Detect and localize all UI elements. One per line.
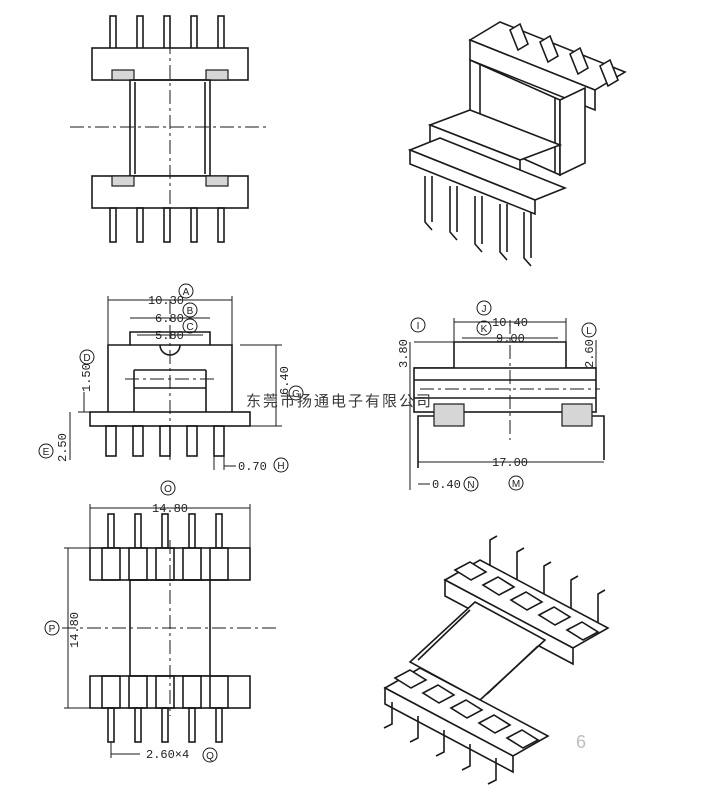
callout-l: L xyxy=(581,322,597,338)
callout-q-label: Q xyxy=(206,751,214,762)
callout-m: M xyxy=(508,475,524,491)
callout-j: J xyxy=(476,300,492,316)
callout-e: E xyxy=(38,443,54,459)
isometric-view-2 xyxy=(383,535,610,785)
dim-g: 6.40 xyxy=(278,366,292,395)
callout-c: C xyxy=(182,318,198,334)
callout-i-label: I xyxy=(417,321,420,332)
isometric-view-1 xyxy=(407,21,627,267)
callout-k: K xyxy=(476,320,492,336)
callout-a-label: A xyxy=(183,287,190,298)
dim-m: 17.00 xyxy=(492,456,528,470)
callout-b-label: B xyxy=(187,306,194,317)
side-view xyxy=(409,318,605,490)
callout-q: Q xyxy=(202,747,218,763)
dim-b: 6.80 xyxy=(155,312,184,326)
dim-p: 14.80 xyxy=(68,612,82,648)
callout-d: D xyxy=(79,349,95,365)
callout-n: N xyxy=(463,476,479,492)
callout-p: P xyxy=(44,620,60,636)
dim-o: 14.80 xyxy=(152,502,188,516)
watermark: 东莞市扬通电子有限公司 xyxy=(246,392,433,410)
callout-d-label: D xyxy=(83,353,90,364)
callout-a: A xyxy=(178,283,194,299)
callout-p-label: P xyxy=(49,624,56,635)
dim-j: 10.40 xyxy=(492,316,528,330)
dim-h: 0.70 xyxy=(238,460,267,474)
dim-a: 10.30 xyxy=(148,294,184,308)
callout-c-label: C xyxy=(186,322,193,333)
callout-g: G xyxy=(288,385,304,401)
callout-b: B xyxy=(182,302,198,318)
callout-o-label: O xyxy=(164,484,172,495)
callout-o: O xyxy=(160,480,176,496)
callout-n-label: N xyxy=(467,480,474,491)
bottom-view xyxy=(62,504,278,758)
callout-h-label: H xyxy=(277,461,284,472)
dim-q: 2.60×4 xyxy=(146,748,189,762)
front-view xyxy=(69,296,282,470)
callout-h: H xyxy=(273,457,289,473)
dim-l: 2.60 xyxy=(583,339,597,368)
dim-n: 0.40 xyxy=(432,478,461,492)
callout-i: I xyxy=(410,317,426,333)
callout-j-label: J xyxy=(482,304,487,315)
dim-e: 2.50 xyxy=(56,433,70,462)
dim-i: 3.80 xyxy=(397,339,411,368)
page-number: 6 xyxy=(576,732,586,752)
dim-c: 5.80 xyxy=(155,329,184,343)
callout-e-label: E xyxy=(43,447,50,458)
callout-m-label: M xyxy=(512,479,520,490)
dim-d: 1.50 xyxy=(80,363,94,392)
callout-g-label: G xyxy=(292,389,300,400)
dim-k: 9.00 xyxy=(496,332,525,346)
top-view xyxy=(70,15,270,243)
callout-k-label: K xyxy=(481,324,488,335)
callout-l-label: L xyxy=(586,326,592,337)
